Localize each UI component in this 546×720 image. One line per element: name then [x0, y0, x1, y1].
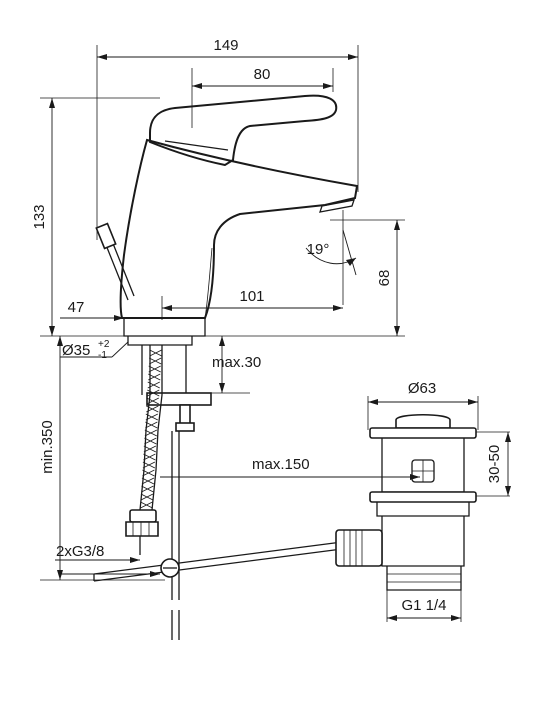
braid-strand [142, 469, 155, 477]
braided-hose [125, 345, 163, 555]
braid-strand [147, 389, 160, 397]
dimension-labels: 149 80 133 19° 68 101 47 Ø35 +2 -1 max.3… [31, 37, 503, 614]
braid-strand [145, 413, 158, 421]
braid-strand [147, 381, 160, 389]
braid-strand [142, 461, 156, 469]
braid-strand [143, 445, 157, 453]
braid-strand [140, 501, 153, 509]
braid-strand [148, 373, 161, 381]
extension-lines [40, 45, 510, 622]
base-diameter-label: Ø35 [62, 342, 90, 359]
braid-strand [141, 477, 155, 485]
braid-strand [144, 437, 157, 445]
arrowheads [49, 54, 511, 621]
braid-strand [141, 485, 154, 493]
base-tolerance-upper: +2 [98, 339, 110, 350]
waste-valve [335, 414, 477, 591]
braid-strand [148, 365, 161, 373]
deck-thickness-label: max.30 [212, 354, 261, 371]
overall-width-label: 149 [213, 37, 238, 54]
base-tolerance-lower: -1 [98, 350, 107, 361]
spout-reach-label: 101 [239, 288, 264, 305]
braid-strand [143, 453, 156, 461]
braid-strand [146, 405, 159, 413]
waste-thread-label: G1 1/4 [401, 597, 446, 614]
waste-diameter-label: Ø63 [408, 380, 436, 397]
rod-length-label: max.150 [252, 456, 310, 473]
braid-strand [149, 357, 162, 365]
braid-strand [145, 421, 158, 429]
waste-height-label: 30-50 [486, 445, 503, 483]
braid-strand [146, 397, 159, 405]
connecting-rod [93, 541, 343, 582]
popup-rod-top [95, 222, 135, 301]
braid-strand [144, 429, 158, 437]
lever-length-label: 80 [254, 66, 271, 83]
hose-length-label: min.350 [39, 420, 56, 473]
spout-height-label: 68 [376, 270, 393, 287]
lever-handle [149, 94, 338, 167]
connection-thread-label: 2xG3/8 [56, 543, 104, 560]
faucet-body [119, 138, 359, 337]
mounting-hardware [127, 336, 212, 640]
overall-height-label: 133 [31, 204, 48, 229]
braid-strand [140, 493, 154, 501]
base-offset-label: 47 [68, 299, 85, 316]
braid-strand [149, 349, 162, 357]
dimension-lines [51, 56, 509, 619]
lever-angle-label: 19° [307, 241, 330, 258]
